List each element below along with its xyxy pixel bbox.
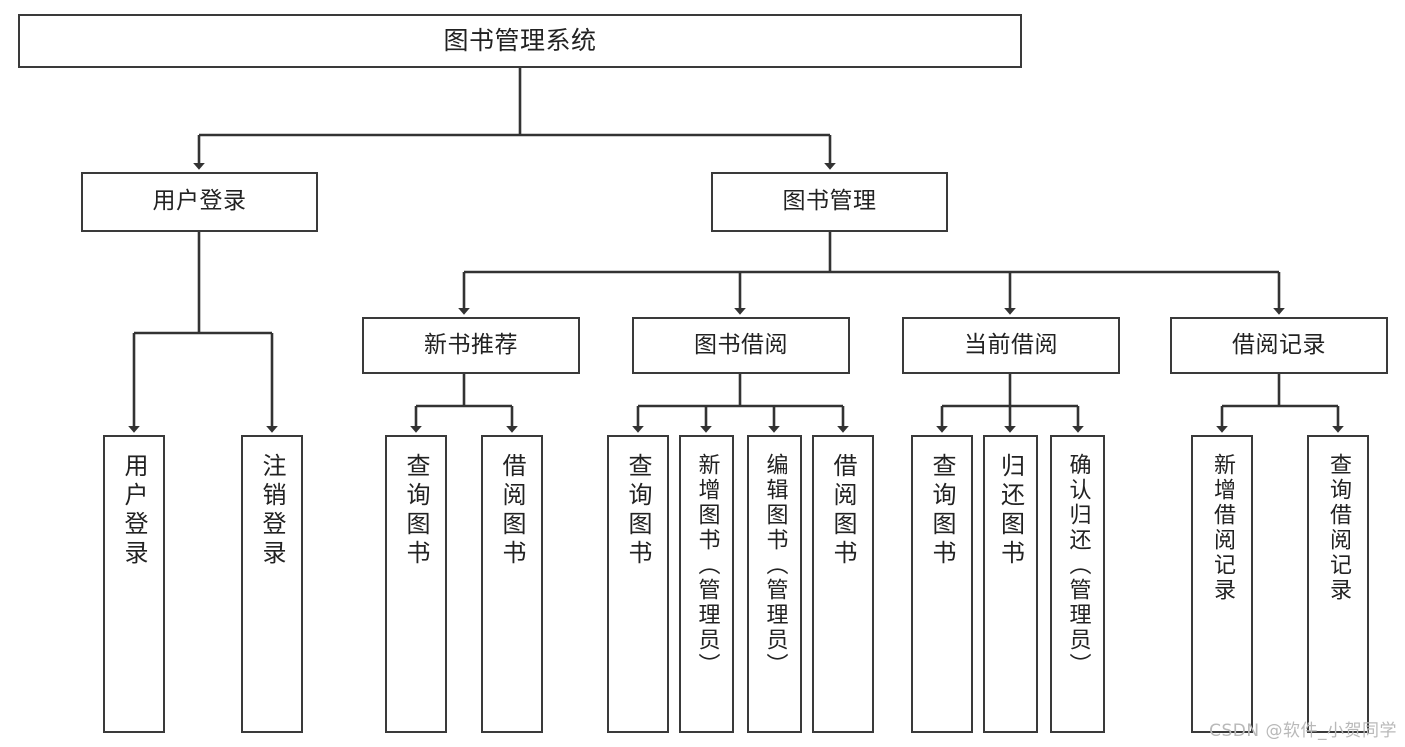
node-label: 图书管理系统 [443,26,597,56]
leaf-user-logout[interactable]: 注销登录 [241,435,303,733]
node-label: 查询图书 [624,453,652,569]
node-book-borrow[interactable]: 图书借阅 [632,317,850,374]
node-label: 用户登录 [120,453,148,569]
node-label: 图书借阅 [694,331,788,358]
leaf-current-borrow-query[interactable]: 查询图书 [911,435,973,733]
leaf-user-login[interactable]: 用户登录 [103,435,165,733]
node-user-login[interactable]: 用户登录 [81,172,318,232]
leaf-query-borrow-record[interactable]: 查询借阅记录 [1307,435,1369,733]
node-label: 查询图书 [402,453,430,569]
node-label: 新增借阅记录 [1210,453,1235,603]
node-label: 图书管理 [782,188,877,215]
node-label: 借阅记录 [1232,331,1326,358]
node-label: 确认归还（管理员） [1065,453,1091,678]
node-book-management[interactable]: 图书管理 [711,172,948,232]
leaf-new-book-query[interactable]: 查询图书 [385,435,447,733]
node-new-book-recommend[interactable]: 新书推荐 [362,317,580,374]
node-label: 查询图书 [928,453,956,569]
node-label: 注销登录 [258,453,286,569]
node-label: 当前借阅 [964,331,1058,358]
node-label: 借阅图书 [829,453,857,569]
node-label: 归还图书 [996,453,1025,569]
node-label: 新书推荐 [424,331,518,358]
leaf-book-edit-admin[interactable]: 编辑图书（管理员） [747,435,802,733]
leaf-new-book-borrow[interactable]: 借阅图书 [481,435,543,733]
leaf-book-borrow-query[interactable]: 查询图书 [607,435,669,733]
csdn-watermark: CSDN @软件_小贺同学 [1209,721,1397,741]
node-label: 查询借阅记录 [1326,453,1351,603]
leaf-book-add-admin[interactable]: 新增图书（管理员） [679,435,734,733]
leaf-confirm-return-admin[interactable]: 确认归还（管理员） [1050,435,1105,733]
node-label: 用户登录 [152,188,247,215]
node-label: 借阅图书 [498,453,526,569]
node-borrow-record[interactable]: 借阅记录 [1170,317,1388,374]
node-label: 编辑图书（管理员） [762,453,788,678]
node-root-system[interactable]: 图书管理系统 [18,14,1022,68]
node-current-borrow[interactable]: 当前借阅 [902,317,1120,374]
leaf-return-book[interactable]: 归还图书 [983,435,1038,733]
leaf-add-borrow-record[interactable]: 新增借阅记录 [1191,435,1253,733]
leaf-book-borrow-action[interactable]: 借阅图书 [812,435,874,733]
node-label: 新增图书（管理员） [694,453,720,678]
